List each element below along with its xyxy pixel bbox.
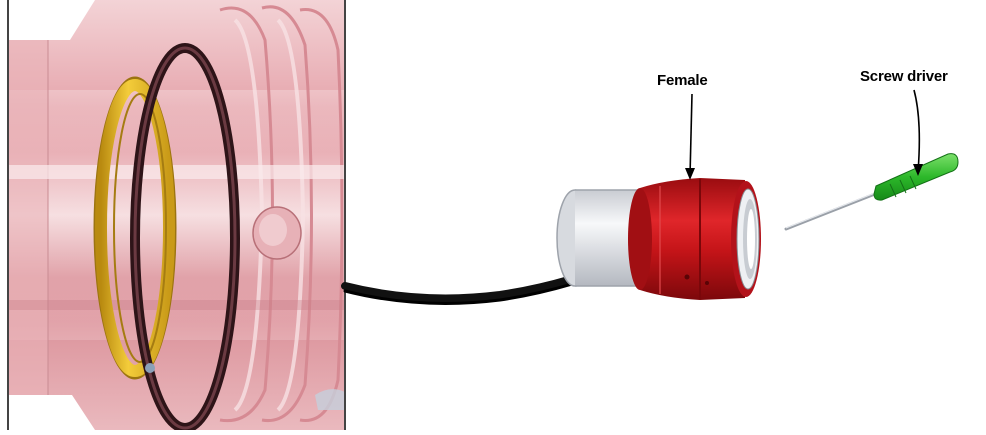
coupling-cross-section xyxy=(8,0,345,430)
screwdriver-callout-arrow xyxy=(913,90,923,176)
female-connector xyxy=(557,178,761,300)
female-callout-arrow xyxy=(685,94,695,180)
screw-driver-label: Screw driver xyxy=(860,68,948,85)
female-label: Female xyxy=(657,72,708,89)
screwdriver-icon xyxy=(786,154,958,229)
